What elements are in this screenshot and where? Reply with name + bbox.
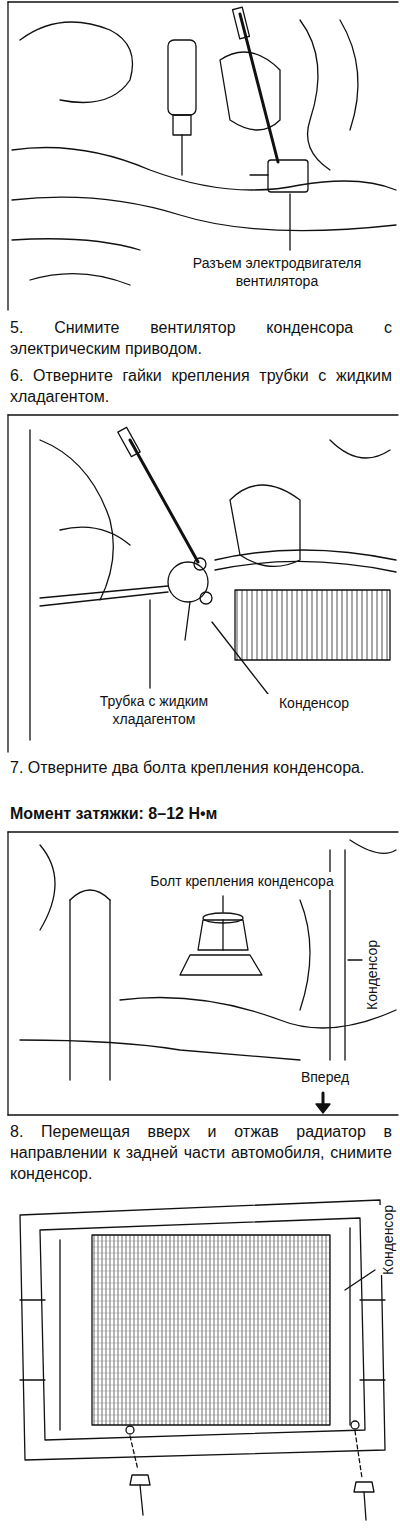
step-text: 6. Отверните гайки крепления трубки с жи… xyxy=(10,366,392,408)
condenser-callout: Конденсор xyxy=(379,1205,397,1275)
torque-note: Момент затяжки: 8–12 Н•м xyxy=(10,804,392,825)
engine-bay-figure-1 xyxy=(8,2,398,310)
forward-arrow xyxy=(316,1093,330,1113)
engine-bay-figure-2 xyxy=(8,415,398,752)
step-text: 8. Перемещая вверх и отжав радиатор в на… xyxy=(10,1122,392,1184)
radiator-support-figure-4 xyxy=(20,1200,385,1520)
step-text: 5. Снимите вентилятор конденсора с элект… xyxy=(10,318,392,360)
pipe-callout: Трубка с жидким хладагентом xyxy=(92,692,216,728)
direction-label: Вперед xyxy=(290,1068,360,1086)
connector-callout: Разъем электродвигателя вентилятора xyxy=(160,254,394,290)
condenser-callout: Конденсор xyxy=(262,694,366,712)
condenser-callout: Конденсор xyxy=(363,940,381,1010)
engine-bay-figure-3 xyxy=(8,832,398,1115)
bolt-callout: Болт крепления конденсора xyxy=(140,872,344,890)
step-text: 7. Отверните два болта крепления конденс… xyxy=(10,758,392,779)
